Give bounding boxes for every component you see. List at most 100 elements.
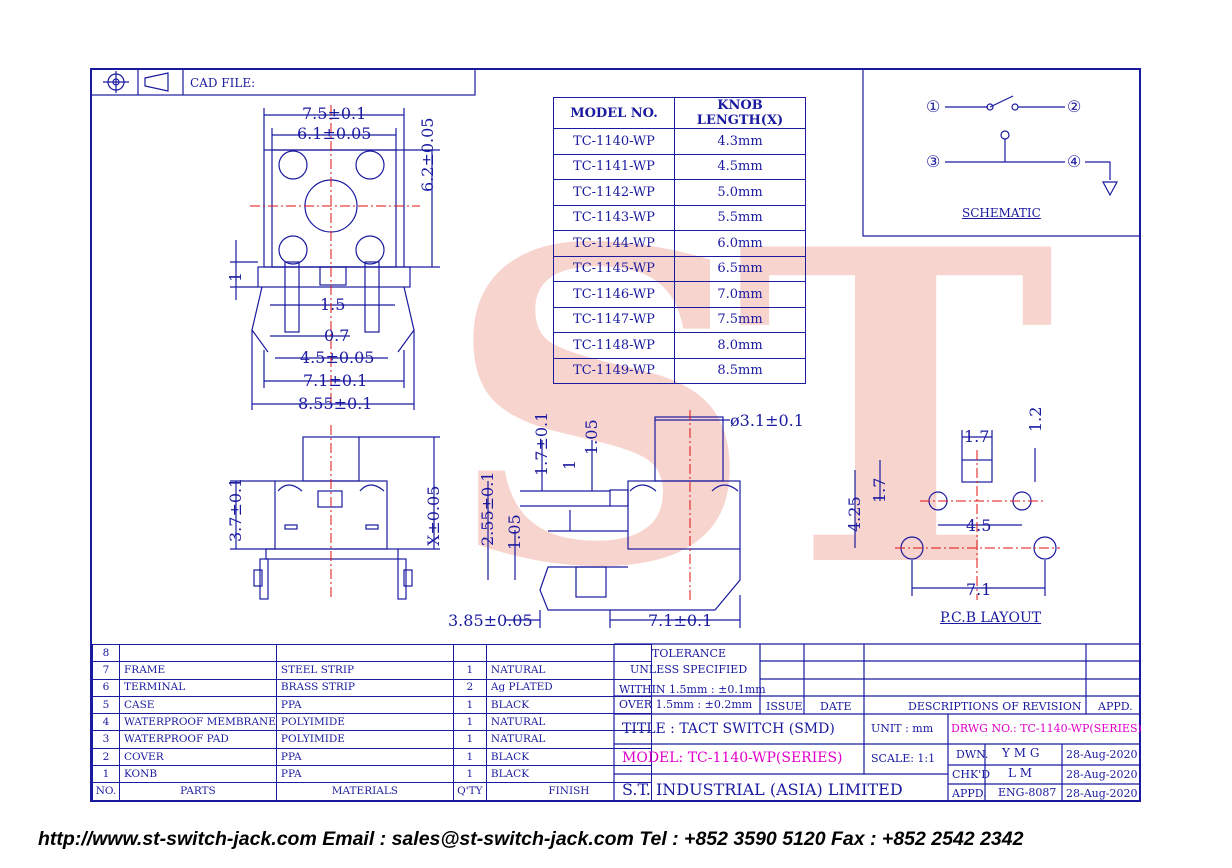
model-cell: TC-1140-WP xyxy=(553,128,675,155)
model-cell: TC-1141-WP xyxy=(553,153,675,180)
chkd-value: L M xyxy=(1008,766,1033,780)
dwn-value: Y M G xyxy=(1002,746,1040,760)
part-no: 7 xyxy=(92,661,120,680)
dim-side-1-7: 1.7±0.1 xyxy=(532,411,551,476)
part-no: 4 xyxy=(92,713,120,732)
model-cell: TC-1148-WP xyxy=(553,332,675,359)
length-cell: 4.5mm xyxy=(674,153,806,180)
header-parts: PARTS xyxy=(119,782,277,801)
dim-pcb-1-2: 1.2 xyxy=(1026,406,1045,432)
tolerance-within: WITHIN 1.5mm : ±0.1mm xyxy=(619,683,766,696)
part-material: PPA xyxy=(275,747,454,767)
part-name: WATERPROOF PAD xyxy=(119,730,277,749)
revision-appd: APPD. xyxy=(1098,700,1133,713)
tolerance-over: OVER 1.5mm : ±0.2mm xyxy=(619,698,753,711)
dim-top-4-5: 4.5±0.05 xyxy=(300,348,375,367)
schematic-pin-2: ② xyxy=(1067,97,1082,116)
part-name: TERMINAL xyxy=(119,678,277,697)
part-qty: 2 xyxy=(452,678,487,697)
model-cell: TC-1145-WP xyxy=(553,255,675,282)
dim-top-height: 6.2±0.05 xyxy=(418,117,437,192)
header-materials: MATERIALS xyxy=(275,782,454,801)
chkd-label: CHK'D xyxy=(952,768,991,781)
front-view xyxy=(230,436,440,600)
part-no: 3 xyxy=(92,730,120,749)
dim-top-1-5: 1.5 xyxy=(320,295,346,314)
appd-label: APPD. xyxy=(952,787,987,800)
part-qty xyxy=(452,643,487,663)
dim-top-7-1: 7.1±0.1 xyxy=(303,371,368,390)
model-cell: TC-1144-WP xyxy=(553,230,675,257)
dim-front-3-7: 3.7±0.1 xyxy=(226,477,245,542)
model-cell: TC-1147-WP xyxy=(553,306,675,333)
part-name xyxy=(119,643,277,663)
dim-side-diameter: ø3.1±0.1 xyxy=(730,411,804,430)
model-cell: TC-1142-WP xyxy=(553,179,675,206)
dwn-date: 28-Aug-2020 xyxy=(1066,748,1138,761)
dim-pcb-4-25: 4.25 xyxy=(845,496,864,532)
part-qty: 1 xyxy=(452,713,487,732)
side-view xyxy=(487,416,741,628)
dim-front-x: X±0.05 xyxy=(424,485,443,546)
dim-side-1: 1 xyxy=(560,459,579,470)
part-qty: 1 xyxy=(452,747,487,767)
model-cell: TC-1143-WP xyxy=(553,204,675,231)
scale-label: SCALE: 1:1 xyxy=(871,752,936,765)
part-qty: 1 xyxy=(452,765,487,784)
table-header-knob-length: KNOB LENGTH(X) xyxy=(674,97,806,129)
dim-side-3-85: 3.85±0.05 xyxy=(448,611,533,630)
part-material xyxy=(275,643,454,663)
dim-side-7-1: 7.1±0.1 xyxy=(648,611,713,630)
part-name: WATERPROOF MEMBRANE xyxy=(119,713,277,732)
part-no: 5 xyxy=(92,695,120,715)
part-name: KONB xyxy=(119,765,277,784)
length-cell: 8.5mm xyxy=(674,357,806,384)
drawing-number: DRWG NO.: TC-1140-WP(SERIES) xyxy=(951,722,1142,735)
appd-date: 28-Aug-2020 xyxy=(1066,787,1138,800)
company-name: S.T. INDUSTRIAL (ASIA) LIMITED xyxy=(622,780,903,799)
part-material: BRASS STRIP xyxy=(275,678,454,697)
length-cell: 5.0mm xyxy=(674,179,806,206)
part-finish: NATURAL xyxy=(485,661,652,680)
revision-date: DATE xyxy=(820,700,852,713)
model-label: MODEL: TC-1140-WP(SERIES) xyxy=(622,750,843,766)
table-header-row: MODEL NO. KNOB LENGTH(X) xyxy=(553,97,806,129)
dim-side-2-55: 2.55±0.1 xyxy=(478,471,497,546)
part-name: FRAME xyxy=(119,661,277,680)
length-cell: 6.5mm xyxy=(674,255,806,282)
length-cell: 4.3mm xyxy=(674,128,806,155)
dim-side-1-05-bottom: 1.05 xyxy=(505,514,524,550)
tolerance-title: TOLERANCE xyxy=(652,647,726,660)
dim-top-inner-width: 6.1±0.05 xyxy=(297,124,372,143)
model-cell: TC-1146-WP xyxy=(553,281,675,308)
schematic-label: SCHEMATIC xyxy=(962,206,1041,220)
part-name: CASE xyxy=(119,695,277,715)
schematic-pin-3: ③ xyxy=(926,152,941,171)
schematic-diagram xyxy=(862,69,1140,237)
part-name: COVER xyxy=(119,747,277,767)
part-material: STEEL STRIP xyxy=(275,661,454,680)
part-qty: 1 xyxy=(452,730,487,749)
appd-value: ENG-8087 xyxy=(998,786,1057,799)
part-material: POLYIMIDE xyxy=(275,730,454,749)
part-no: 1 xyxy=(92,765,120,784)
dim-pcb-1-7-top: 1.7 xyxy=(964,427,990,446)
dim-top-8-55: 8.55±0.1 xyxy=(298,394,373,413)
dim-top-width: 7.5±0.1 xyxy=(302,104,367,123)
